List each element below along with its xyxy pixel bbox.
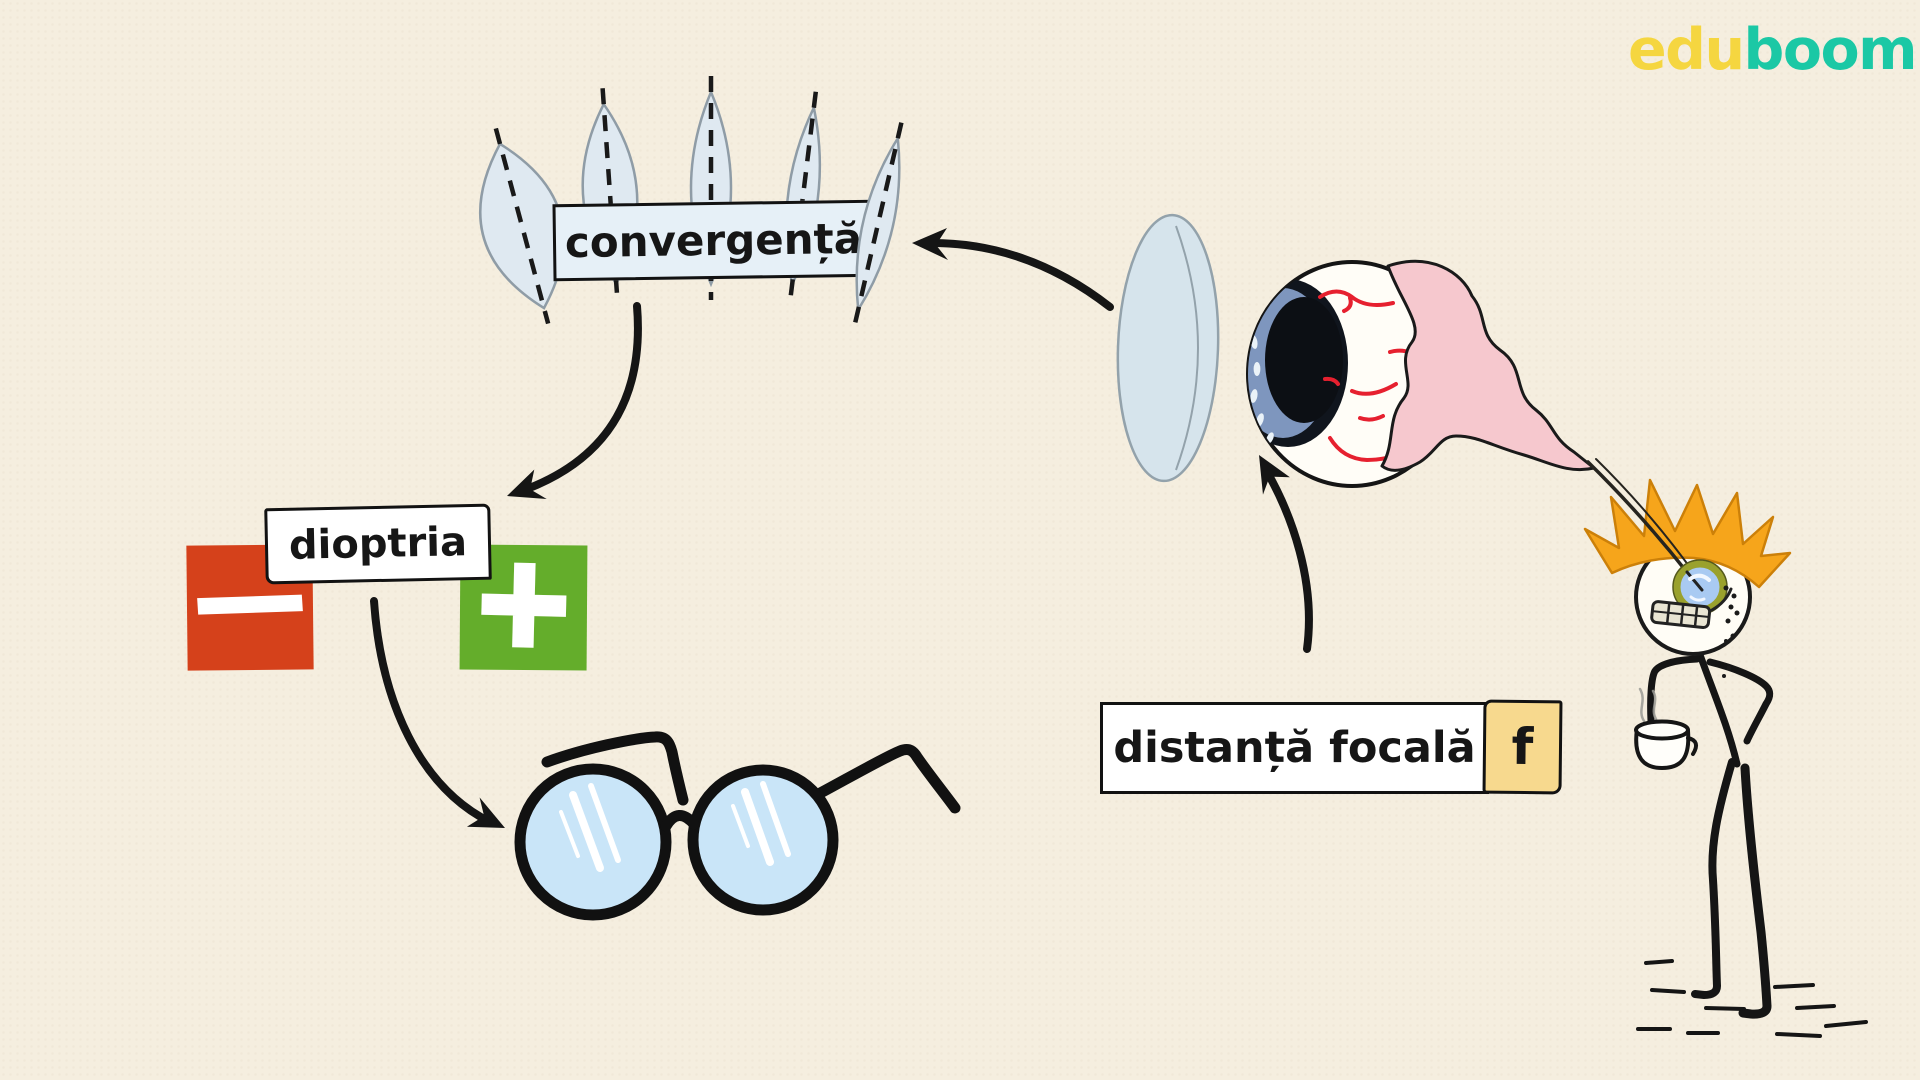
glasses-bridge bbox=[660, 810, 700, 832]
ground-dashes bbox=[1636, 959, 1868, 1038]
coffee-cup-icon bbox=[1634, 719, 1699, 770]
glasses-right-temple bbox=[807, 744, 961, 814]
contact-lens-illustration bbox=[1116, 213, 1220, 483]
focal-distance-label: distanță focală bbox=[1100, 702, 1489, 794]
convex-lens-icon bbox=[479, 127, 565, 325]
diopter-label-text: dioptria bbox=[288, 519, 468, 569]
eyeball-illustration bbox=[1246, 260, 1596, 488]
eye-tissue bbox=[1380, 260, 1596, 472]
character-left-arm bbox=[1647, 655, 1701, 725]
focal-symbol-box: f bbox=[1482, 699, 1563, 795]
convex-lens-icon bbox=[852, 122, 904, 326]
focal-distance-label-text: distanță focală bbox=[1113, 723, 1476, 773]
arrow-convergence-to-dioptria bbox=[523, 302, 642, 493]
arrow-focal-to-lens bbox=[1262, 466, 1313, 653]
lens-shine bbox=[559, 781, 791, 872]
pupil bbox=[1265, 297, 1343, 423]
coffee-steam bbox=[1638, 687, 1658, 723]
focal-symbol-text: f bbox=[1511, 717, 1534, 777]
character-hair bbox=[1583, 478, 1792, 589]
logo-part-boom: boom bbox=[1743, 17, 1918, 83]
character-torso bbox=[1695, 648, 1741, 768]
character-legs bbox=[1691, 758, 1772, 1019]
arrow-eye-to-convergence bbox=[928, 239, 1114, 311]
glasses-illustration bbox=[514, 731, 961, 921]
arrowheads bbox=[466, 228, 1290, 828]
glasses-left-temple bbox=[541, 731, 689, 806]
optic-nerve-line bbox=[1586, 458, 1695, 578]
smirk-line bbox=[1710, 587, 1733, 612]
arrow-dioptria-to-glasses bbox=[370, 597, 494, 826]
convergence-label-text: convergență bbox=[564, 213, 863, 268]
curved-arrows bbox=[370, 239, 1313, 826]
logo-part-edu: edu bbox=[1628, 17, 1745, 83]
character-right-arm bbox=[1706, 658, 1774, 745]
character-illustration bbox=[1583, 458, 1868, 1038]
gritted-teeth bbox=[1650, 600, 1712, 629]
convergence-label: convergență bbox=[552, 199, 875, 282]
diopter-label: dioptria bbox=[264, 503, 492, 585]
freckles bbox=[1722, 585, 1740, 678]
eduboom-logo: eduboom bbox=[1628, 22, 1918, 79]
